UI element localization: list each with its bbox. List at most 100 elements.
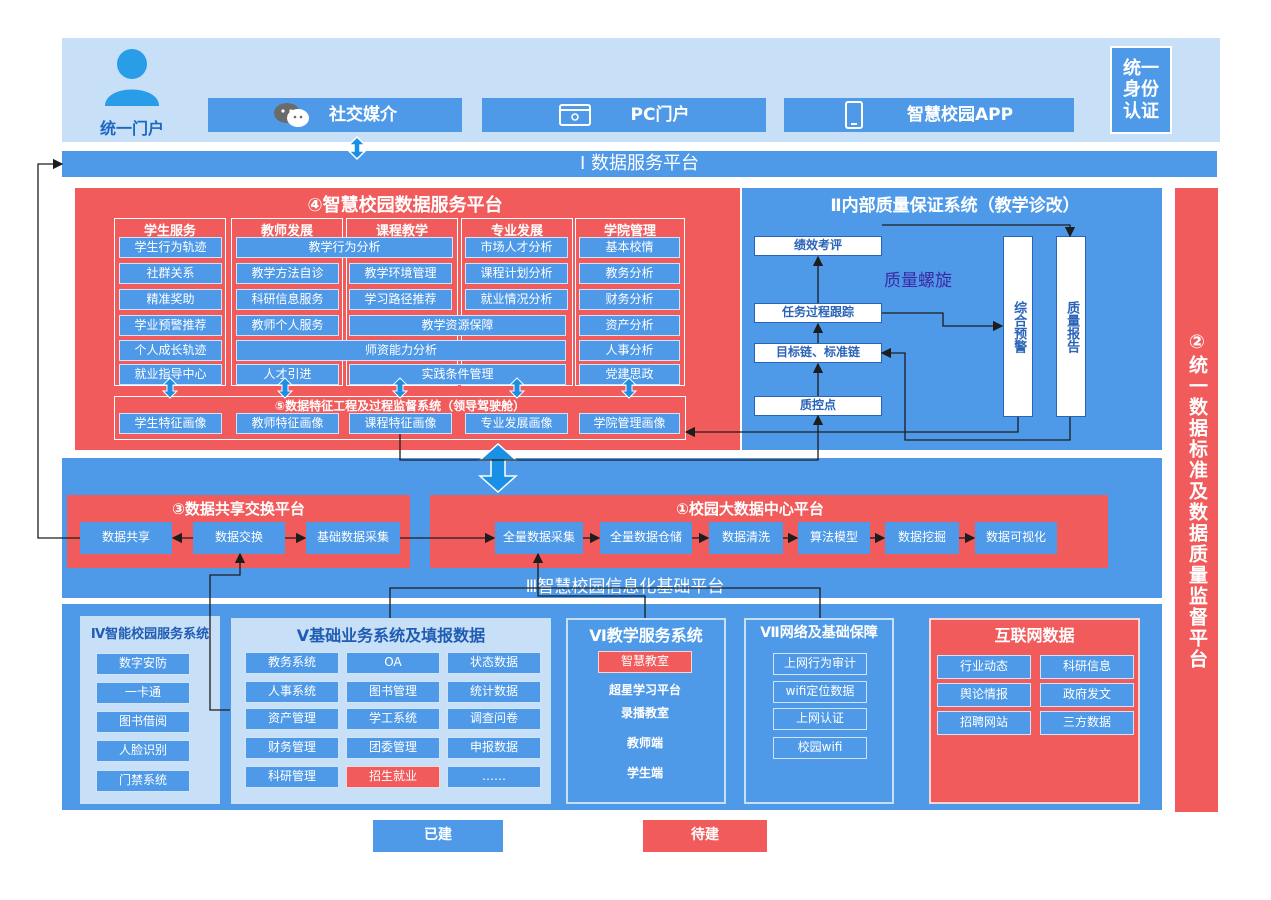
qa-control-point[interactable]: 质控点 bbox=[754, 396, 882, 416]
platform-4-title: ④智慧校园数据服务平台 bbox=[307, 195, 503, 216]
faculty-ability-analysis[interactable]: 师资能力分析 bbox=[236, 340, 566, 361]
vii-item[interactable]: 上网认证 bbox=[773, 708, 867, 730]
v-col1-item[interactable]: 财务管理 bbox=[245, 737, 339, 759]
vi-item[interactable]: 超星学习平台 bbox=[608, 683, 681, 698]
social-media-button[interactable]: 社交媒介 bbox=[208, 98, 462, 132]
college-item[interactable]: 教务分析 bbox=[579, 263, 680, 284]
teacher-item[interactable]: 教学方法自诊 bbox=[236, 263, 339, 284]
quality-spiral-label: 质量螺旋 bbox=[884, 271, 952, 291]
portrait-item[interactable]: 学院管理画像 bbox=[579, 413, 680, 434]
course-item[interactable]: 学习路径推荐 bbox=[349, 289, 452, 310]
bigdata-step[interactable]: 数据挖掘 bbox=[885, 522, 959, 554]
vi-item[interactable]: 学生端 bbox=[626, 766, 663, 781]
vii-item[interactable]: wifi定位数据 bbox=[773, 681, 867, 703]
v-col3-item[interactable]: 申报数据 bbox=[447, 737, 541, 759]
internet-item[interactable]: 行业动态 bbox=[937, 655, 1031, 679]
v-col1-item[interactable]: 科研管理 bbox=[245, 766, 339, 788]
portrait-item[interactable]: 专业发展画像 bbox=[465, 413, 568, 434]
bigdata-step[interactable]: 算法模型 bbox=[798, 522, 870, 554]
network-panel bbox=[744, 618, 894, 804]
vii-item[interactable]: 校园wifi bbox=[773, 737, 867, 759]
teacher-item[interactable]: 人才引进 bbox=[236, 364, 339, 385]
basic-data-collection[interactable]: 基础数据采集 bbox=[306, 522, 400, 554]
major-item[interactable]: 课程计划分析 bbox=[465, 263, 568, 284]
smart-campus-app-button[interactable]: 智慧校园APP bbox=[784, 98, 1074, 132]
portrait-item[interactable]: 课程特征画像 bbox=[349, 413, 452, 434]
college-item[interactable]: 基本校情 bbox=[579, 237, 680, 258]
bigdata-step[interactable]: 全量数据采集 bbox=[495, 522, 583, 554]
qa-warning[interactable]: 综合预警 bbox=[1003, 236, 1033, 417]
iv-item[interactable]: 图书借阅 bbox=[96, 711, 190, 733]
teaching-resource-guarantee[interactable]: 教学资源保障 bbox=[349, 315, 566, 336]
unified-data-standard-bar: ②统一数据标准及数据质量监督平台 bbox=[1175, 188, 1218, 812]
course-item[interactable]: 实践条件管理 bbox=[349, 364, 566, 385]
phone-icon bbox=[844, 101, 863, 129]
v-col3-item[interactable]: 统计数据 bbox=[447, 681, 541, 703]
basic-business-title: Ⅴ基础业务系统及填报数据 bbox=[296, 626, 486, 645]
legend-built: 已建 bbox=[373, 820, 503, 852]
v-col3-item[interactable]: 状态数据 bbox=[447, 652, 541, 674]
college-item[interactable]: 人事分析 bbox=[579, 340, 680, 361]
student-item[interactable]: 学业预警推荐 bbox=[119, 315, 222, 336]
student-item[interactable]: 精准奖助 bbox=[119, 289, 222, 310]
student-item[interactable]: 就业指导中心 bbox=[119, 364, 222, 385]
iv-item[interactable]: 数字安防 bbox=[96, 653, 190, 675]
student-item[interactable]: 学生行为轨迹 bbox=[119, 237, 222, 258]
internet-item[interactable]: 科研信息 bbox=[1040, 655, 1134, 679]
pc-portal-button[interactable]: PC门户 bbox=[482, 98, 766, 132]
major-item[interactable]: 就业情况分析 bbox=[465, 289, 568, 310]
data-exchange[interactable]: 数据交换 bbox=[193, 522, 285, 554]
student-item[interactable]: 社群关系 bbox=[119, 263, 222, 284]
teacher-item[interactable]: 科研信息服务 bbox=[236, 289, 339, 310]
v-col1-item[interactable]: 教务系统 bbox=[245, 652, 339, 674]
smart-classroom[interactable]: 智慧教室 bbox=[598, 651, 692, 673]
college-item[interactable]: 财务分析 bbox=[579, 289, 680, 310]
internet-data-title: 互联网数据 bbox=[994, 626, 1075, 645]
v-col1-item[interactable]: 人事系统 bbox=[245, 681, 339, 703]
v-col1-item[interactable]: 资产管理 bbox=[245, 708, 339, 730]
major-item[interactable]: 市场人才分析 bbox=[465, 237, 568, 258]
vi-item[interactable]: 教师端 bbox=[626, 736, 663, 751]
college-mgmt-title: 学院管理 bbox=[603, 224, 656, 239]
data-sharing[interactable]: 数据共享 bbox=[80, 522, 172, 554]
v-col2-item[interactable]: OA bbox=[346, 652, 440, 674]
user-icon bbox=[103, 46, 161, 106]
course-item[interactable]: 教学环境管理 bbox=[349, 263, 452, 284]
social-media-label: 社交媒介 bbox=[329, 104, 397, 125]
student-item[interactable]: 个人成长轨迹 bbox=[119, 340, 222, 361]
internet-item[interactable]: 招聘网站 bbox=[937, 711, 1031, 735]
v-col2-item[interactable]: 图书管理 bbox=[346, 681, 440, 703]
bigdata-step[interactable]: 全量数据仓储 bbox=[600, 522, 692, 554]
vii-item[interactable]: 上网行为审计 bbox=[773, 653, 867, 675]
v-col3-item[interactable]: 调查问卷 bbox=[447, 708, 541, 730]
qa-task-tracking[interactable]: 任务过程跟踪 bbox=[754, 303, 882, 323]
teaching-behavior-analysis[interactable]: 教学行为分析 bbox=[236, 237, 453, 258]
iv-item[interactable]: 一卡通 bbox=[96, 682, 190, 704]
iv-item[interactable]: 门禁系统 bbox=[96, 770, 190, 792]
qa-target-chain[interactable]: 目标链、标准链 bbox=[754, 343, 882, 363]
qa-report[interactable]: 质量报告 bbox=[1056, 236, 1086, 417]
teacher-item[interactable]: 教师个人服务 bbox=[236, 315, 339, 336]
v-col3-item[interactable]: …… bbox=[447, 766, 541, 788]
college-item[interactable]: 资产分析 bbox=[579, 315, 680, 336]
portrait-item[interactable]: 教师特征画像 bbox=[236, 413, 339, 434]
network-title: Ⅶ网络及基础保障 bbox=[760, 625, 878, 641]
unified-identity-auth[interactable]: 统一身份认证 bbox=[1110, 46, 1172, 134]
internet-item[interactable]: 舆论情报 bbox=[937, 683, 1031, 707]
course-teaching-title: 课程教学 bbox=[375, 224, 428, 239]
internet-item[interactable]: 政府发文 bbox=[1040, 683, 1134, 707]
portrait-item[interactable]: 学生特征画像 bbox=[119, 413, 222, 434]
v-col2-item[interactable]: 团委管理 bbox=[346, 737, 440, 759]
base-platform-label: Ⅲ智慧校园信息化基础平台 bbox=[525, 577, 725, 597]
v-col2-item[interactable]: 学工系统 bbox=[346, 708, 440, 730]
bigdata-step[interactable]: 数据可视化 bbox=[975, 522, 1057, 554]
v-col2-item-pending[interactable]: 招生就业 bbox=[346, 766, 440, 788]
vi-item[interactable]: 录播教室 bbox=[620, 706, 669, 721]
bigdata-step[interactable]: 数据清洗 bbox=[709, 522, 783, 554]
unified-data-standard-label: ②统一数据标准及数据质量监督平台 bbox=[1185, 330, 1208, 670]
internet-item[interactable]: 三方数据 bbox=[1040, 711, 1134, 735]
qa-perf-eval[interactable]: 绩效考评 bbox=[754, 236, 882, 256]
iv-item[interactable]: 人脸识别 bbox=[96, 740, 190, 762]
platform-5-title: ⑤数据特征工程及过程监督系统（领导驾驶舱） bbox=[200, 397, 600, 414]
college-item[interactable]: 党建思政 bbox=[579, 364, 680, 385]
